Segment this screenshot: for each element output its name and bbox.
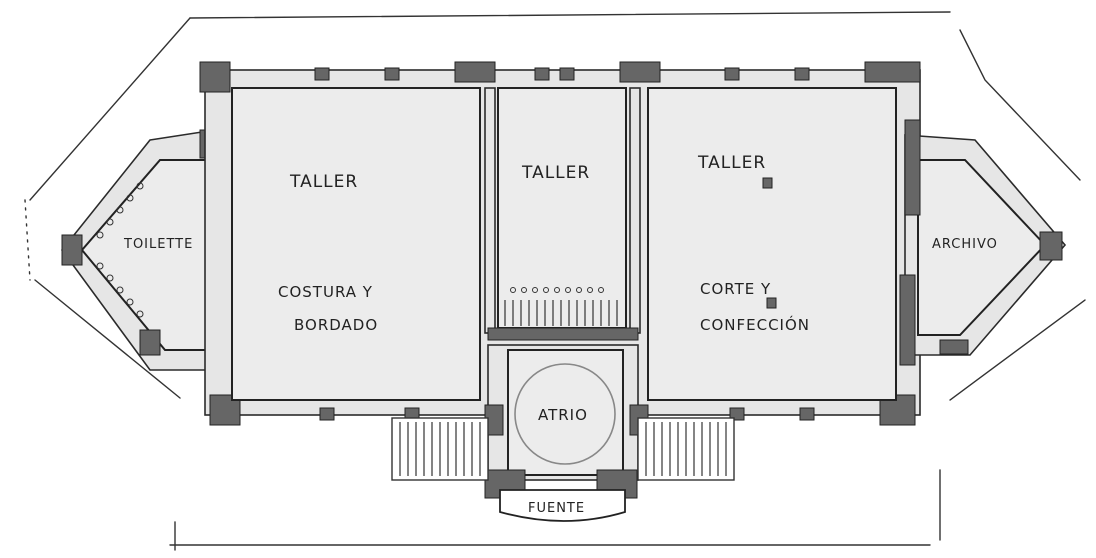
room-title-taller-right: TALLER xyxy=(697,153,766,173)
room-taller-center: TALLER xyxy=(484,87,641,341)
room-sub-confeccion: CONFECCIÓN xyxy=(700,315,810,334)
room-title-taller-left: TALLER xyxy=(289,172,358,192)
room-taller-corte: TALLER CORTE Y CONFECCIÓN xyxy=(647,87,897,401)
room-label-atrio: ATRIO xyxy=(538,406,588,424)
room-sub-bordado: BORDADO xyxy=(294,316,378,334)
room-sub-costura: COSTURA Y xyxy=(278,283,373,301)
stairs-left xyxy=(391,417,489,481)
room-title-taller-center: TALLER xyxy=(521,163,590,183)
archivo-wing: ARCHIVO xyxy=(899,119,1067,366)
room-label-fuente: FUENTE xyxy=(528,501,585,516)
room-sub-corte: CORTE Y xyxy=(700,280,771,298)
fuente: FUENTE xyxy=(499,489,626,522)
room-label-toilette: TOILETTE xyxy=(123,237,193,252)
room-taller-costura: TALLER COSTURA Y BORDADO xyxy=(231,87,481,401)
toilette-wing: TOILETTE xyxy=(60,129,226,371)
room-label-archivo: ARCHIVO xyxy=(932,237,998,252)
atrio: ATRIO xyxy=(484,344,649,499)
site-outline xyxy=(24,11,1086,551)
stairs-right xyxy=(637,417,735,481)
